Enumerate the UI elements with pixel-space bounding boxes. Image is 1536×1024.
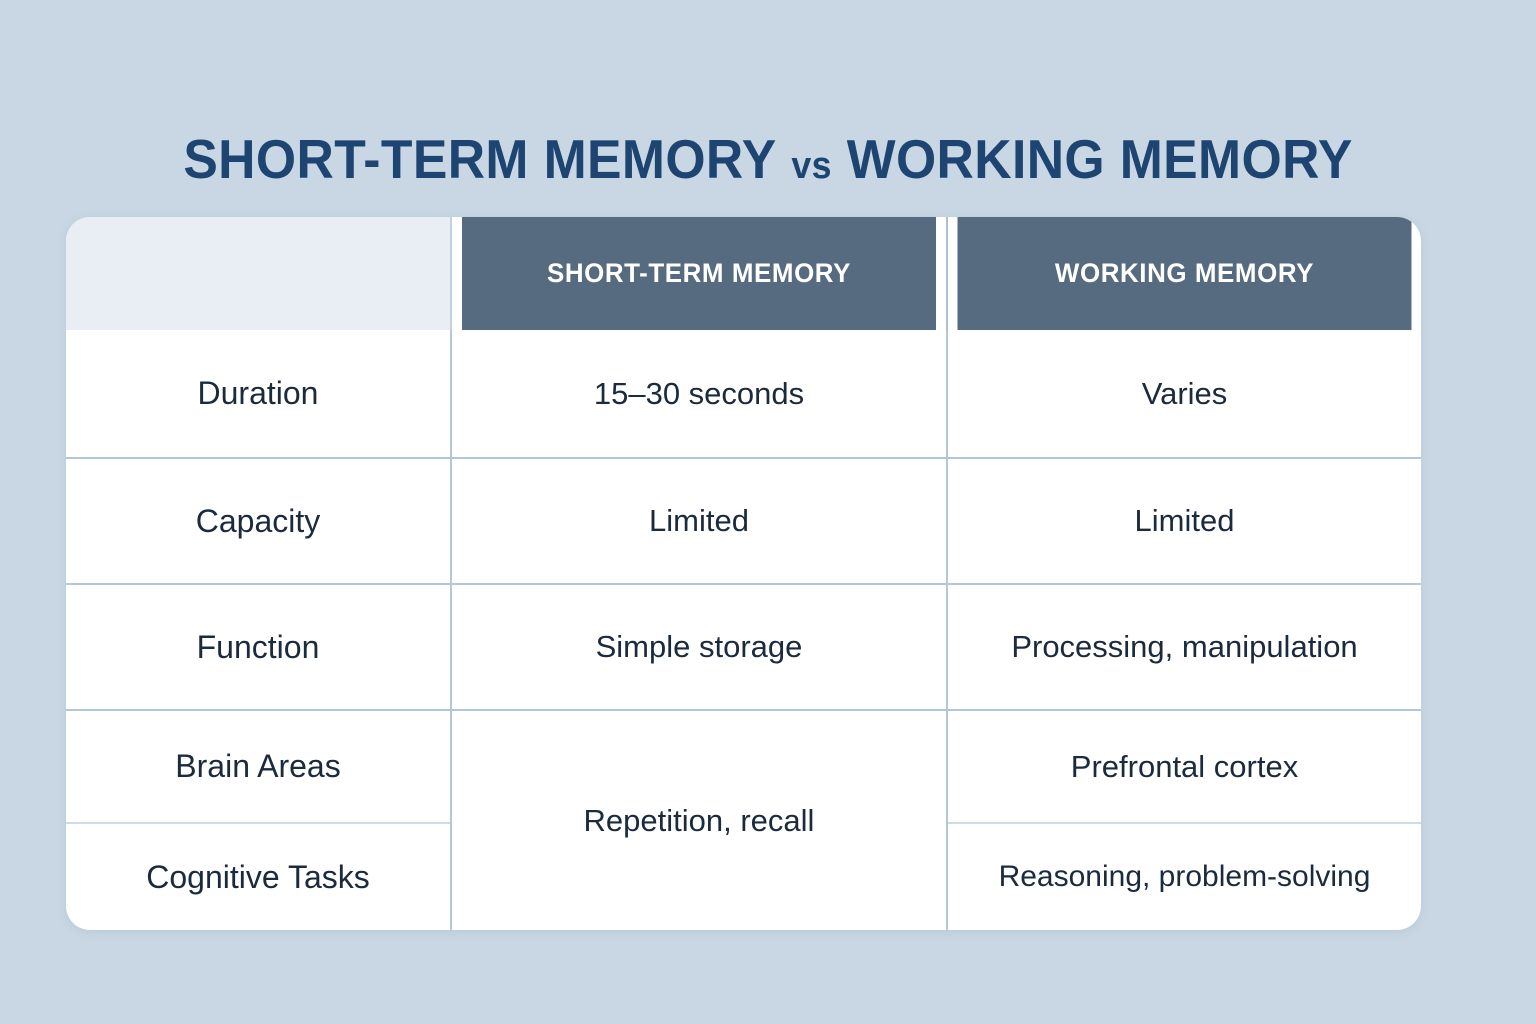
cell-duration-short-term-memory: 15–30 seconds (451, 330, 948, 458)
table-header: SHORT-TERM MEMORY WORKING MEMORY (66, 217, 1421, 330)
table-corner-cell (66, 217, 452, 330)
cell-function-short-term-memory: Simple storage (451, 583, 948, 710)
header-row: SHORT-TERM MEMORY WORKING MEMORY (66, 217, 1421, 330)
row-label-brain-areas: Brain Areas (66, 709, 452, 823)
row-label-capacity: Capacity (66, 457, 452, 584)
row-label-cognitive-tasks: Cognitive Tasks (66, 822, 452, 930)
cell-cognitive-tasks-working-memory: Reasoning, problem-solving (947, 822, 1421, 930)
table-body: Duration 15–30 seconds Varies Capacity L… (66, 330, 1421, 930)
column-header-working-memory: WORKING MEMORY (956, 217, 1412, 330)
row-label-duration: Duration (66, 330, 452, 458)
table-row-brain-areas: Brain Areas Repetition, recall Prefronta… (66, 709, 1421, 930)
table-row-capacity: Capacity Limited Limited (66, 457, 1421, 584)
title-bar: SHORT-TERM MEMORY vs WORKING MEMORY (0, 95, 1536, 224)
page-title-part1: SHORT-TERM MEMORY (183, 127, 777, 190)
cell-capacity-short-term-memory: Limited (451, 457, 948, 584)
comparison-card: SHORT-TERM MEMORY WORKING MEMORY Duratio… (66, 217, 1421, 930)
table-row-cognitive-tasks: Cognitive Tasks Reasoning, problem-solvi… (66, 822, 1421, 930)
comparison-table: SHORT-TERM MEMORY WORKING MEMORY Duratio… (66, 217, 1421, 930)
cell-duration-working-memory: Varies (1141, 375, 1228, 411)
table-row-duration: Duration 15–30 seconds Varies (66, 330, 1421, 458)
cell-function-working-memory: Processing, manipulation (947, 583, 1421, 710)
page-title-part2: WORKING MEMORY (846, 127, 1353, 190)
page-title-vs: vs (791, 144, 832, 187)
table-row-function: Function Simple storage Processing, mani… (66, 583, 1421, 710)
cell-merged-short-term-memory-repetition-recall: Repetition, recall (451, 709, 948, 930)
row-label-function: Function (66, 583, 452, 710)
cell-capacity-working-memory: Limited (947, 457, 1421, 584)
cell-brain-areas-working-memory: Prefrontal cortex (947, 709, 1421, 823)
page-title: SHORT-TERM MEMORY vs WORKING MEMORY (183, 131, 1352, 187)
column-header-short-term-memory: SHORT-TERM MEMORY (460, 217, 939, 330)
